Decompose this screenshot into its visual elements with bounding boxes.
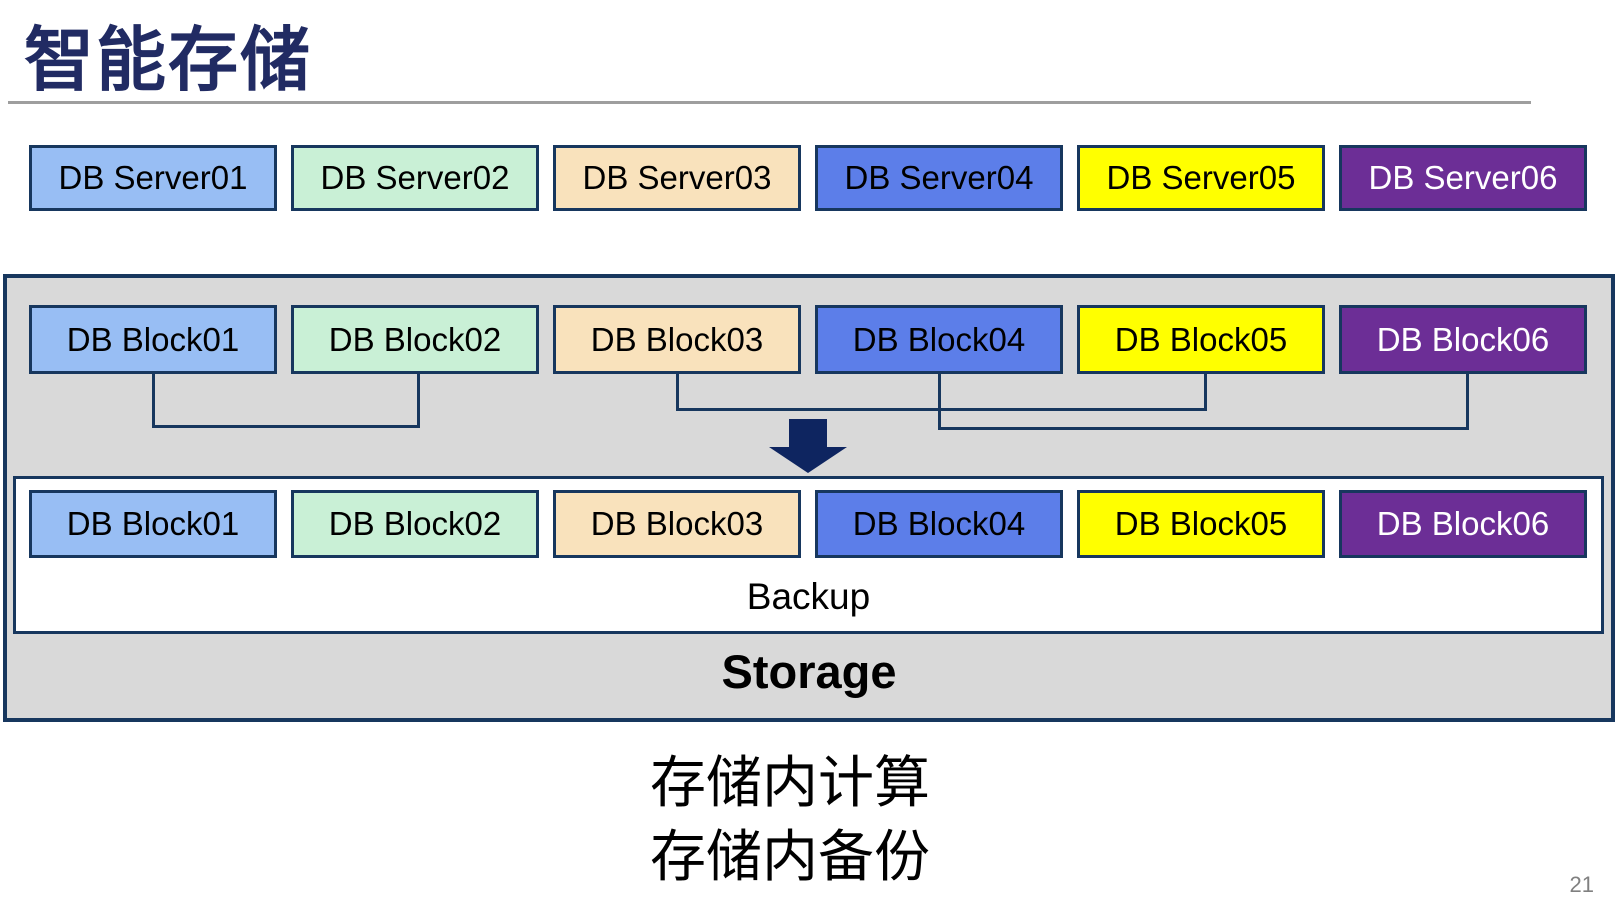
db-block02-backup-box: DB Block02 <box>291 490 539 558</box>
db-server06-box: DB Server06 <box>1339 145 1587 211</box>
db-block06-backup-box: DB Block06 <box>1339 490 1587 558</box>
down-arrow-head-icon <box>769 447 847 473</box>
down-arrow-icon <box>789 419 827 448</box>
db-block05-backup-box: DB Block05 <box>1077 490 1325 558</box>
db-server05-box: DB Server05 <box>1077 145 1325 211</box>
db-server03-box: DB Server03 <box>553 145 801 211</box>
db-server02-box: DB Server02 <box>291 145 539 211</box>
connector-block03-block05 <box>676 374 1207 411</box>
db-block02-source-box: DB Block02 <box>291 305 539 374</box>
caption-line-2: 存储内备份 <box>650 825 930 888</box>
backup-label: Backup <box>746 576 871 617</box>
db-block05-source-box: DB Block05 <box>1077 305 1325 374</box>
db-block04-source-box: DB Block04 <box>815 305 1063 374</box>
caption-line-1: 存储内计算 <box>650 751 930 814</box>
db-block04-backup-box: DB Block04 <box>815 490 1063 558</box>
connector-block01-block02 <box>152 374 420 428</box>
title-divider <box>8 101 1531 104</box>
db-block03-backup-box: DB Block03 <box>553 490 801 558</box>
db-block01-backup-box: DB Block01 <box>29 490 277 558</box>
db-block06-source-box: DB Block06 <box>1339 305 1587 374</box>
page-number: 21 <box>1569 872 1594 897</box>
db-block01-source-box: DB Block01 <box>29 305 277 374</box>
db-block03-source-box: DB Block03 <box>553 305 801 374</box>
db-server04-box: DB Server04 <box>815 145 1063 211</box>
slide-title: 智能存储 <box>24 21 312 99</box>
connector-block04-block06 <box>938 374 1469 430</box>
db-server01-box: DB Server01 <box>29 145 277 211</box>
caption: 存储内计算 存储内备份 <box>650 746 930 894</box>
storage-label: Storage <box>721 645 897 698</box>
